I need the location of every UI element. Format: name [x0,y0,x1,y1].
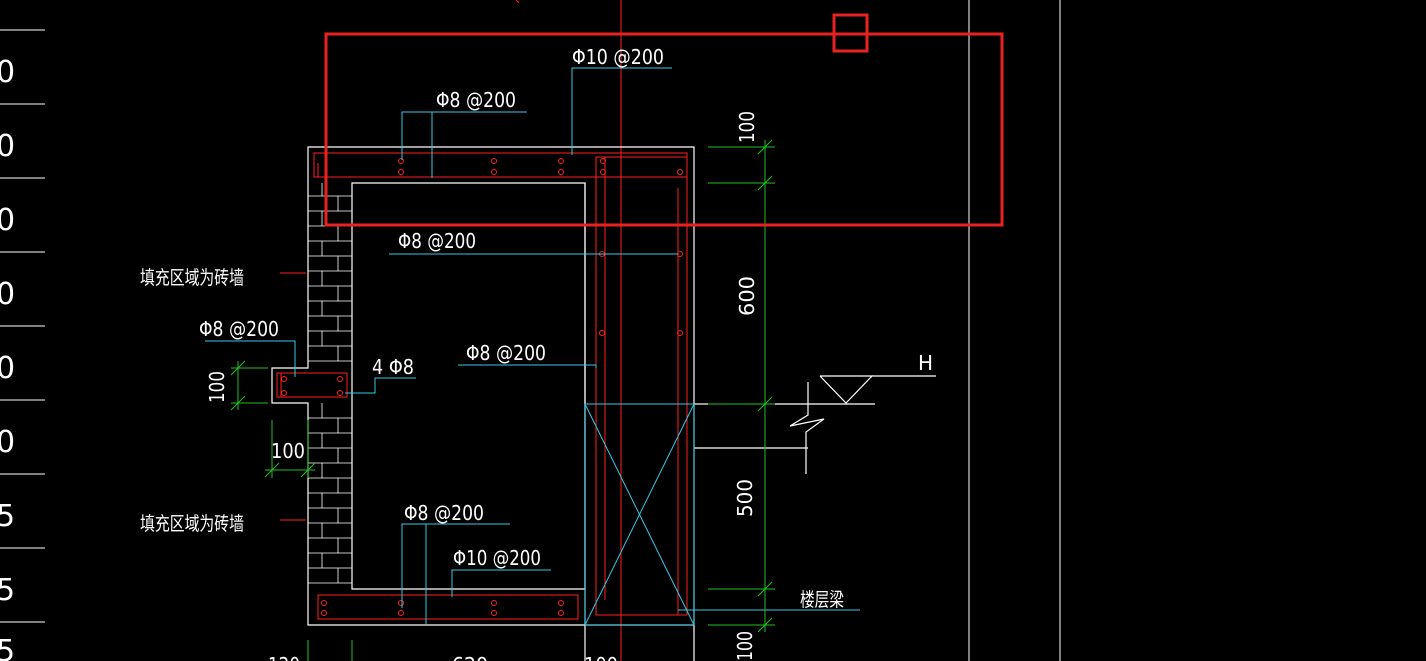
selection-rectangle[interactable] [324,32,1004,227]
dim-ledge-width: 100 [271,439,305,463]
ruler-digit: 0 [0,277,15,312]
label-rebar-top-main: Φ10 @200 [572,45,664,69]
dim-bottom: 100 [733,631,757,661]
grip-handle[interactable] [832,13,869,53]
label-fill-note-lower: 填充区域为砖墙 [140,513,244,535]
label-rebar-ledge: Φ8 @200 [199,317,279,341]
ruler-digit: 5 [0,499,15,534]
ruler-digit: 0 [0,425,15,460]
dim-ledge-height: 100 [205,371,229,403]
label-rebar-inner-top: Φ8 @200 [398,229,476,253]
ruler-digit: 0 [0,203,15,238]
selection-box[interactable] [324,13,1004,227]
dim-bottom-mid: 620 [452,653,488,661]
label-floor-beam: 楼层梁 [800,589,844,611]
ruler-digit: 5 [0,634,15,661]
label-rebar-vertical: Φ8 @200 [466,341,546,365]
brick-infill-lower [308,403,352,584]
ruler-digit: 0 [0,351,15,386]
dim-wall: 600 [735,276,759,316]
dimension-lines [230,139,775,661]
center-axis [515,0,622,661]
ruler-digit: 0 [0,129,15,164]
label-rebar-bottom-main: Φ10 @200 [453,546,541,570]
left-ruler-labels: 0 0 0 0 0 0 5 5 5 [0,55,15,661]
rebar-lines [276,152,688,620]
brick-infill-upper [308,183,352,362]
elevation-symbol [775,375,936,474]
labels-dimension: 100 600 500 100 100 100 120 620 100 [205,111,759,661]
label-rebar-ledge-main: 4 Φ8 [372,355,414,379]
dim-bottom-right: 100 [584,653,618,661]
label-rebar-top-dist: Φ8 @200 [436,88,516,112]
dim-lower: 500 [733,479,757,517]
dim-top: 100 [735,111,759,143]
labels-cyan: Φ10 @200 Φ8 @200 Φ8 @200 Φ8 @200 4 Φ8 Φ8… [140,45,933,611]
label-elevation-mark: H [918,351,933,375]
left-ruler [0,29,45,623]
ruler-digit: 0 [0,55,15,90]
label-fill-note-upper: 填充区域为砖墙 [140,267,244,289]
frame-lines [968,0,1061,661]
label-rebar-bottom-dist: Φ8 @200 [404,501,484,525]
dim-bottom-left: 120 [268,653,300,661]
ruler-digit: 5 [0,573,15,608]
leader-lines [205,67,860,626]
